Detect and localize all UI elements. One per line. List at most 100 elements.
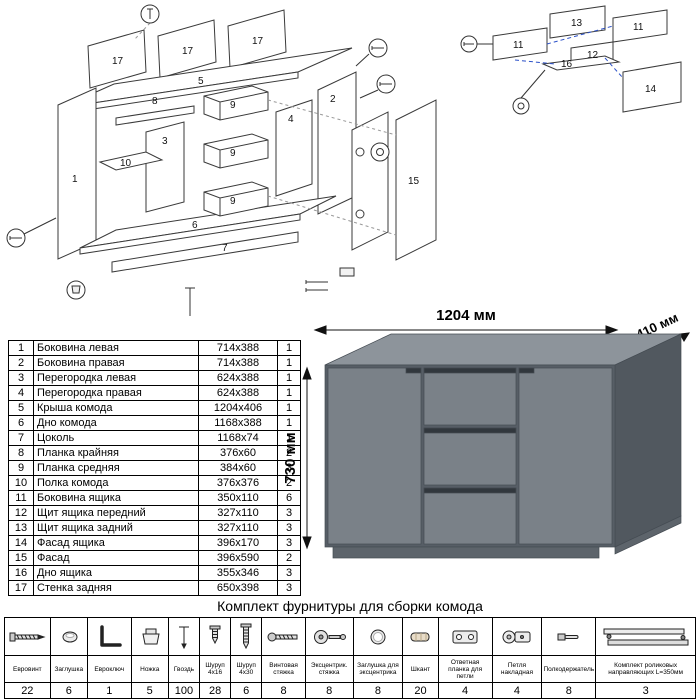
shelf-pin-icon (557, 633, 579, 640)
hw-qty: 4 (437, 682, 493, 699)
part-name: Перегородка правая (33, 385, 199, 401)
part-num: 7 (8, 430, 34, 446)
hw-name: Полкодержатель (541, 655, 597, 683)
hw-icon-cell (4, 617, 51, 656)
hw-icon-cell (230, 617, 263, 656)
part-num: 12 (8, 505, 34, 521)
hardware-qty-row: 22 6 1 5 100 28 6 8 8 8 20 4 4 8 3 (4, 682, 696, 699)
part-name: Планка средняя (33, 460, 199, 476)
hw-qty: 28 (199, 682, 232, 699)
hw-qty: 8 (261, 682, 306, 699)
nail-callout (185, 287, 195, 316)
commode-render: 1204 мм 410 мм 730 мм (285, 307, 690, 559)
euroscrew-icon (9, 632, 46, 641)
part-label: 12 (587, 50, 599, 61)
drawer-handle-groove (423, 367, 517, 374)
drawer-handle-groove (423, 427, 517, 434)
part-num: 3 (8, 370, 34, 386)
hw-name: Шуруп 4x16 (199, 655, 232, 683)
drawer-handle-groove (423, 487, 517, 494)
part-num: 6 (8, 415, 34, 431)
part-size: 376x376 (198, 475, 278, 491)
part-num: 15 (8, 550, 34, 566)
part-size: 396x590 (198, 550, 278, 566)
hw-qty: 1 (86, 682, 132, 699)
hw-qty: 6 (230, 682, 263, 699)
hw-icon-cell (199, 617, 232, 656)
hw-qty: 8 (541, 682, 597, 699)
part-name: Полка комода (33, 475, 199, 491)
hardware-table: Евровинт Заглушка Евроключ Ножка Гвоздь … (4, 617, 696, 699)
hinge-icon (502, 630, 531, 643)
part-label: 17 (252, 36, 264, 47)
plug-icon (62, 631, 78, 642)
hw-icon-cell (130, 617, 169, 656)
part-qty: 3 (277, 505, 301, 521)
part-label: 13 (571, 18, 583, 29)
part-size: 396x170 (198, 535, 278, 551)
alignment-lines (514, 25, 624, 79)
part-num: 16 (8, 565, 34, 581)
drawer-front (423, 367, 517, 426)
part-label: 7 (222, 243, 228, 254)
part-label: 5 (198, 76, 204, 87)
part-num: 4 (8, 385, 34, 401)
hw-name: Заглушка для эксцентрика (352, 655, 404, 683)
part-name: Фасад (33, 550, 199, 566)
part-size: 714x388 (198, 355, 278, 371)
part-num: 8 (8, 445, 34, 461)
carcass-panels (57, 9, 437, 273)
cam-cap-icon (370, 629, 386, 644)
part-size: 327x110 (198, 505, 278, 521)
part-name: Планка крайняя (33, 445, 199, 461)
cam-lock-icon (314, 629, 347, 644)
assembly-guide-lines (133, 22, 397, 236)
part-name: Цоколь (33, 430, 199, 446)
part-num: 14 (8, 535, 34, 551)
part-qty: 1 (277, 400, 301, 416)
hw-name: Винтовая стяжка (261, 655, 306, 683)
part-label: 2 (330, 94, 336, 105)
part-label: 16 (561, 59, 573, 70)
part-label: 8 (152, 96, 158, 107)
width-dimension-label: 1204 мм (436, 307, 496, 324)
hw-name: Шуруп 4x30 (230, 655, 263, 683)
hw-name: Ножка (130, 655, 169, 683)
part-labels: 13 11 11 12 16 14 (513, 18, 657, 95)
part-qty: 3 (277, 460, 301, 476)
part-name: Боковина ящика (33, 490, 199, 506)
hw-icon-cell (437, 617, 493, 656)
part-label: 1 (72, 174, 78, 185)
hardware-label-row: Евровинт Заглушка Евроключ Ножка Гвоздь … (4, 655, 696, 683)
drawer-front (423, 487, 517, 545)
hardware-icon-row (4, 617, 696, 656)
hexkey-icon (100, 624, 123, 647)
door-handle-groove (518, 367, 535, 374)
part-label: 9 (230, 196, 236, 207)
part-size: 355x346 (198, 565, 278, 581)
part-label: 11 (633, 22, 644, 33)
hardware-callouts (460, 35, 546, 115)
hinge-cups (355, 147, 365, 219)
part-num: 11 (8, 490, 34, 506)
part-num: 17 (8, 580, 34, 596)
part-size: 1204x406 (198, 400, 278, 416)
part-qty: 1 (277, 385, 301, 401)
hw-icon-cell (352, 617, 404, 656)
hardware-callouts (6, 4, 396, 316)
hw-name: Ответная планка для петли (437, 655, 493, 683)
hw-icon-cell (167, 617, 201, 656)
hw-icon-cell (86, 617, 132, 656)
plinth (332, 546, 600, 559)
part-size: 624x388 (198, 370, 278, 386)
part-size: 350x110 (198, 490, 278, 506)
hw-icon-cell (49, 617, 88, 656)
part-name: Перегородка левая (33, 370, 199, 386)
